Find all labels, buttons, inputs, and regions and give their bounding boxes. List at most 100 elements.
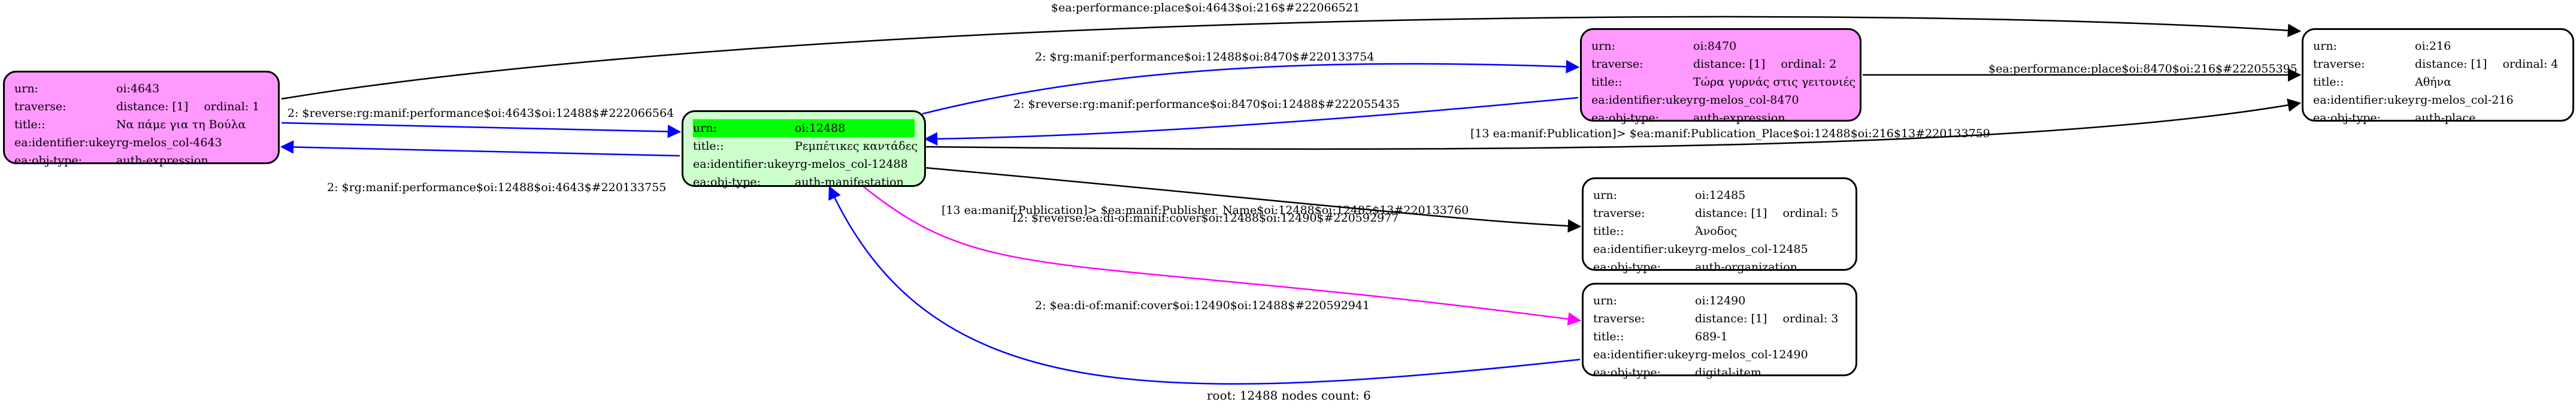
- row-title: title::Ρεμπέτικες καντάδες: [693, 137, 918, 155]
- edge-4643-12488: [281, 122, 682, 138]
- graph-caption: root: 12488 nodes count: 6: [1207, 388, 1371, 403]
- value-title: 689-1: [1695, 330, 1728, 343]
- key-urn: urn:: [693, 119, 795, 137]
- edge-12488-12490: [862, 185, 1582, 326]
- value-objtype: auth-expression: [116, 154, 208, 167]
- node-12485[interactable]: urn:oi:12485 traverse:distance: [1]ordin…: [1582, 177, 1857, 274]
- value-urn: oi:8470: [1693, 40, 1737, 53]
- row-urn: urn:oi:216: [2313, 37, 2563, 55]
- value-traverse: distance: [1]: [2415, 58, 2487, 71]
- value-ordinal: ordinal: 2: [1781, 58, 1837, 71]
- node-4643[interactable]: urn:oi:4643 traverse:distance: [1]ordina…: [3, 71, 280, 167]
- row-title: title::689-1: [1593, 328, 1846, 346]
- edge-label-e2: 2: $reverse:rg:manif:performance$oi:4643…: [287, 107, 674, 120]
- node-216[interactable]: urn:oi:216 traverse: distance: [1] ordinal…: [2302, 28, 2574, 125]
- row-objtype: ea:obj-type: auth-expression: [1591, 109, 1850, 127]
- value-urn: oi:4643: [116, 82, 160, 95]
- value-ordinal: ordinal: 3: [1782, 312, 1839, 325]
- edge-12488-12485: [925, 167, 1582, 233]
- value-objtype: auth-organization: [1695, 261, 1797, 274]
- key-urn: urn:: [1593, 294, 1617, 307]
- key-ukey: ea:identifier:ukey: [2313, 93, 2415, 107]
- value-objtype: auth-place: [2415, 111, 2476, 125]
- node-12488[interactable]: urn:oi:12488 title::Ρεμπέτικες καντάδες …: [682, 110, 926, 189]
- row-urn: urn:oi:12485: [1593, 186, 1846, 204]
- value-traverse: distance: [1]: [1695, 207, 1767, 220]
- value-title: Να πάμε για τη Βούλα: [116, 118, 246, 131]
- row-title: title::Τώρα γυρνάς στις γειτονιές: [1591, 73, 1855, 91]
- value-urn: oi:12490: [1695, 294, 1746, 307]
- key-title: title::: [2313, 75, 2344, 89]
- row-urn: urn: oi:12490: [1593, 292, 1846, 310]
- value-ukey: rg-melos_col-8470: [1693, 93, 1799, 107]
- value-objtype: auth-expression: [1693, 111, 1785, 125]
- edge-12490-12488: [828, 185, 1581, 385]
- value-traverse: distance: [1]: [1695, 312, 1767, 325]
- value-ukey: rg-melos_col-12485: [1695, 243, 1808, 256]
- key-urn: urn:: [1591, 40, 1615, 53]
- edge-12488-4643: [280, 140, 680, 157]
- value-title: Άνοδος: [1695, 225, 1737, 238]
- value-ukey: rg-melos_col-4643: [116, 136, 222, 149]
- key-ukey: ea:identifier:ukey: [1593, 348, 1695, 361]
- key-title: title::: [14, 118, 46, 131]
- value-urn: oi:216: [2415, 40, 2451, 53]
- key-ukey: ea:identifier:ukey: [1593, 243, 1695, 256]
- node-12490[interactable]: urn:oi:12490 traverse:distance: [1]ordin…: [1582, 283, 1857, 379]
- key-objtype: ea:obj-type:: [1591, 111, 1660, 125]
- key-objtype: ea:obj-type:: [1593, 261, 1661, 274]
- key-title: title::: [1591, 75, 1623, 89]
- key-title: title::: [1593, 225, 1624, 238]
- value-ordinal: ordinal: 1: [204, 100, 260, 113]
- edge-label-e3: 2: $rg:manif:performance$oi:12488$oi:464…: [327, 181, 667, 194]
- edge-label-e8: [13 ea:manif:Publication]> $ea:manif:Pub…: [942, 204, 1469, 217]
- row-objtype: ea:obj-type: auth-manifestation: [693, 173, 915, 191]
- edge-label-e7: [13 ea:manif:Publication]> $ea:manif:Pub…: [1470, 127, 1990, 140]
- edge-label-e6: $ea:performance:place$oi:8470$oi:216$#22…: [1988, 62, 2297, 75]
- value-ukey: rg-melos_col-12490: [1695, 348, 1808, 361]
- row-traverse: traverse:distance: [1]ordinal: 5: [1593, 204, 1846, 222]
- row-objtype: ea:obj-type: auth-expression: [14, 152, 268, 170]
- edge-8470-12488: [924, 96, 1579, 146]
- value-title: Ρεμπέτικες καντάδες: [795, 140, 918, 153]
- row-urn: urn:oi:12488: [693, 119, 915, 137]
- row-objtype: ea:obj-type: auth-organization: [1593, 258, 1846, 276]
- value-objtype: auth-manifestation: [795, 176, 904, 189]
- edge-label-e4: 2: $rg:manif:performance$oi:12488$oi:847…: [1035, 50, 1375, 64]
- value-ordinal: ordinal: 4: [2502, 58, 2559, 71]
- key-ukey: ea:identifier:ukey: [14, 136, 116, 149]
- row-urn: urn: oi:4643: [14, 80, 268, 98]
- key-traverse: traverse:: [2313, 58, 2365, 71]
- edge-label-e1: $ea:performance:place$oi:4643$oi:216$#22…: [1051, 1, 1360, 14]
- key-objtype: ea:obj-type:: [2313, 111, 2381, 125]
- key-urn: urn:: [1593, 189, 1617, 202]
- node-8470[interactable]: urn: oi:8470 traverse:distance: [1]ordina…: [1580, 28, 1861, 125]
- edge-label-e5: 2: $reverse:rg:manif:performance$oi:8470…: [1013, 98, 1400, 111]
- key-urn: urn:: [14, 82, 38, 95]
- key-ukey: ea:identifier:ukey: [693, 158, 795, 171]
- row-traverse: traverse:distance: [1]ordinal: 3: [1593, 310, 1846, 328]
- key-title: title::: [1593, 330, 1624, 343]
- value-ukey: rg-melos_col-12488: [795, 158, 908, 171]
- value-urn: oi:12488: [795, 119, 915, 137]
- row-objtype: ea:obj-type:digital-item: [1593, 364, 1846, 382]
- edge-12488-216: [925, 98, 2302, 150]
- row-title: title::Αθήνα: [2313, 73, 2563, 91]
- value-title: Αθήνα: [2415, 75, 2451, 89]
- key-objtype: ea:obj-type:: [14, 154, 83, 167]
- key-title: title::: [693, 140, 724, 153]
- row-objtype: ea:obj-type: auth-place: [2313, 109, 2563, 127]
- row-traverse: traverse: distance: [1] ordinal: 4: [2313, 55, 2563, 73]
- value-title: Τώρα γυρνάς στις γειτονιές: [1693, 75, 1856, 89]
- row-traverse: traverse:distance: [1]ordinal: 2: [1591, 55, 1850, 73]
- row-title: title::Άνοδος: [1593, 222, 1846, 240]
- key-traverse: traverse:: [1591, 58, 1643, 71]
- edge-label-e9: I2: $reverse:ea:di-of:manif:cover$oi:124…: [1012, 211, 1399, 225]
- key-traverse: traverse:: [14, 100, 66, 113]
- key-objtype: ea:obj-type:: [693, 176, 761, 189]
